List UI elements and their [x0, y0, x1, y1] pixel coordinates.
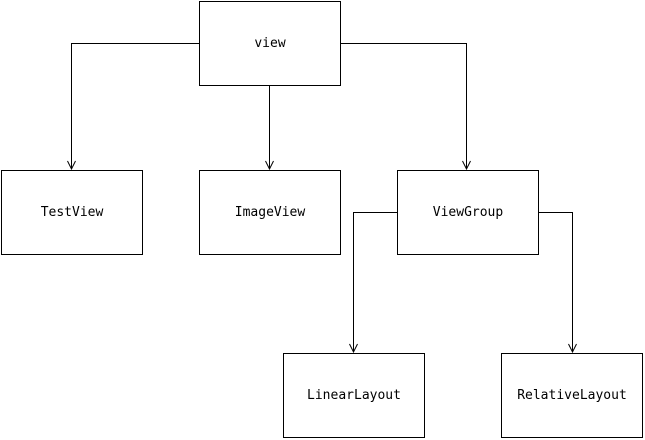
node-imageview-label: ImageView — [234, 205, 306, 220]
node-viewgroup: ViewGroup — [397, 170, 539, 255]
node-view: view — [199, 1, 341, 86]
node-testview: TestView — [1, 170, 143, 255]
edge-viewgroup-to-linearlayout — [354, 212, 398, 353]
node-relativelayout: RelativeLayout — [501, 353, 643, 438]
edge-view-to-viewgroup — [341, 43, 467, 170]
node-relativelayout-label: RelativeLayout — [517, 388, 627, 403]
edge-viewgroup-to-relativelayout — [539, 212, 573, 353]
node-imageview: ImageView — [199, 170, 341, 255]
node-view-label: view — [254, 36, 286, 51]
edge-view-to-testview — [72, 43, 200, 170]
node-linearlayout-label: LinearLayout — [307, 388, 401, 403]
node-linearlayout: LinearLayout — [283, 353, 425, 438]
node-testview-label: TestView — [40, 205, 104, 220]
node-viewgroup-label: ViewGroup — [432, 205, 504, 220]
